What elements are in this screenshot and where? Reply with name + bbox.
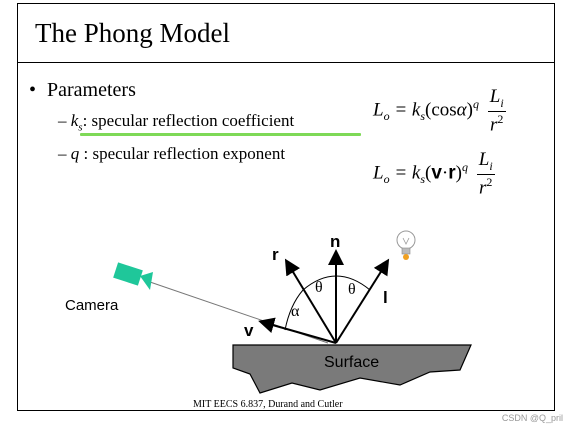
frac-den: r bbox=[478, 177, 487, 199]
eq-dot: · bbox=[441, 162, 449, 184]
var-q: q bbox=[70, 144, 80, 163]
dash: – bbox=[58, 144, 67, 163]
eq-lhs-sub: o bbox=[383, 172, 390, 187]
frac-num-sub: i bbox=[500, 95, 504, 110]
frac-den-exp: 2 bbox=[486, 174, 493, 189]
frac-num-sub: i bbox=[489, 158, 493, 173]
light-bulb-icon bbox=[396, 230, 416, 260]
watermark: CSDN @Q_pril bbox=[501, 413, 563, 423]
eq-v: v bbox=[431, 162, 442, 184]
light-vector bbox=[335, 258, 390, 344]
dash: – bbox=[58, 111, 67, 130]
var-k: k bbox=[70, 111, 79, 130]
q-description: : specular reflection exponent bbox=[79, 144, 286, 163]
surface-label: Surface bbox=[324, 354, 379, 371]
bullet-parameters: • Parameters bbox=[29, 79, 136, 102]
frac-num: L bbox=[478, 149, 490, 170]
slide-title: The Phong Model bbox=[35, 18, 230, 48]
eq-r: r bbox=[448, 162, 456, 184]
theta-left: θ bbox=[315, 279, 323, 296]
subscript-s: s bbox=[78, 121, 83, 134]
alpha-arc bbox=[284, 289, 304, 331]
sub-bullet-q: – q : specular reflection exponent bbox=[58, 144, 285, 164]
theta-arc bbox=[302, 275, 371, 291]
slide: The Phong Model •Parameters – ks: specul… bbox=[17, 3, 555, 411]
eq-close: ) bbox=[455, 162, 462, 184]
eq-lhs: L bbox=[373, 162, 384, 184]
surface-shape bbox=[232, 344, 472, 394]
r-label: r bbox=[272, 245, 279, 264]
eq-close: ) bbox=[466, 99, 473, 121]
v-label: v bbox=[244, 321, 254, 340]
bullet-text: Parameters bbox=[47, 79, 136, 101]
eq-exp: q bbox=[461, 160, 468, 175]
view-vector bbox=[258, 317, 337, 344]
credit: MIT EECS 6.837, Durand and Cutler bbox=[193, 399, 343, 410]
frac-den: r bbox=[489, 114, 498, 136]
eq-k: = k bbox=[389, 99, 421, 121]
bullet-dot: • bbox=[29, 79, 37, 101]
eq-cos: (cos bbox=[425, 99, 457, 121]
eq-alpha: α bbox=[456, 99, 467, 121]
reflection-vector bbox=[284, 258, 337, 344]
frac-den-exp: 2 bbox=[497, 111, 504, 126]
l-label: l bbox=[383, 288, 388, 307]
eq-k-sub: s bbox=[420, 172, 426, 187]
frac-num: L bbox=[489, 86, 501, 107]
ks-description: : specular reflection coefficient bbox=[82, 111, 295, 130]
title-bar: The Phong Model bbox=[18, 4, 554, 63]
eq-exp: q bbox=[472, 97, 479, 112]
eq-lhs-sub: o bbox=[383, 109, 390, 124]
sub-bullet-ks: – ks: specular reflection coefficient bbox=[58, 111, 294, 133]
eq-k-sub: s bbox=[420, 109, 426, 124]
eq-k: = k bbox=[389, 162, 421, 184]
camera-icon bbox=[113, 262, 153, 290]
eq-lhs: L bbox=[373, 99, 384, 121]
alpha-label: α bbox=[291, 303, 300, 320]
theta-right: θ bbox=[348, 281, 356, 298]
eq-open: ( bbox=[425, 162, 432, 184]
camera-label: Camera bbox=[65, 297, 119, 314]
highlight-underline bbox=[80, 133, 361, 136]
n-label: n bbox=[330, 232, 340, 251]
